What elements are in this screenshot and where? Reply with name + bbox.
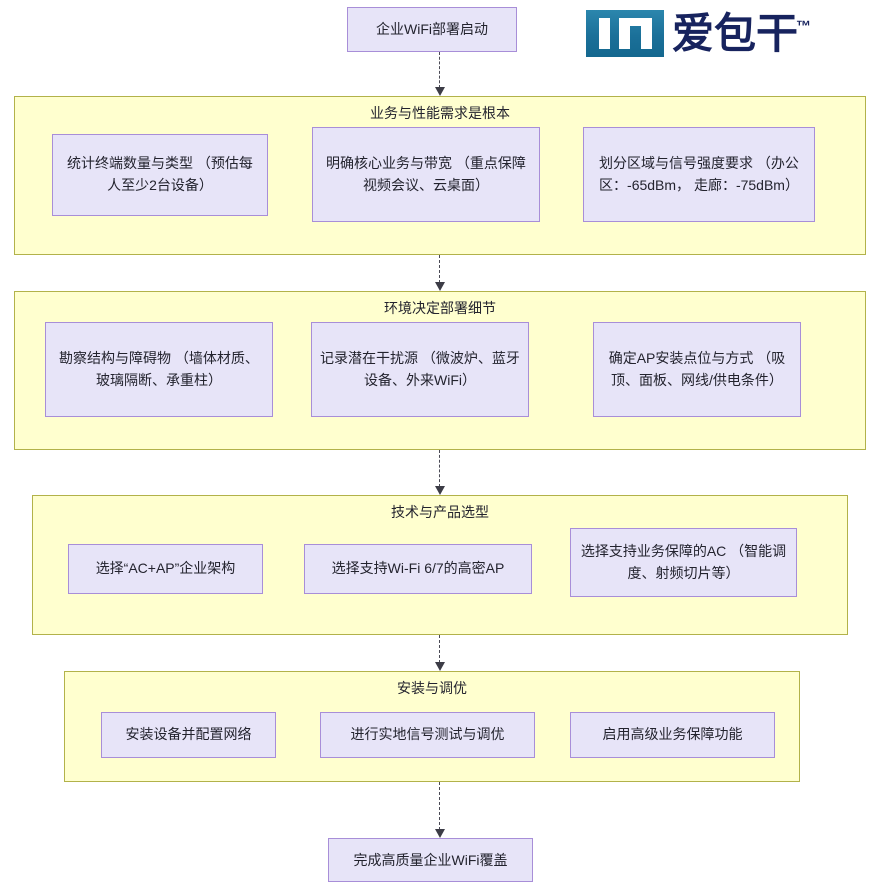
- step-label: 记录潜在干扰源 （微波炉、蓝牙设备、外来WiFi）: [320, 349, 520, 388]
- step-label: 确定AP安装点位与方式 （吸顶、面板、网线/供电条件）: [608, 349, 786, 388]
- flow-start-label: 企业WiFi部署启动: [376, 21, 488, 37]
- step-label: 统计终端数量与类型 （预估每人至少2台设备）: [67, 155, 253, 193]
- brand-wordmark: 爱包干™: [672, 12, 813, 55]
- step-label: 划分区域与信号强度要求 （办公区：-65dBm， 走廊：-75dBm）: [599, 154, 799, 193]
- stage-3-title: 技术与产品选型: [391, 504, 489, 520]
- it-mark-icon: [586, 9, 664, 57]
- brand-logo: 爱包干™: [586, 6, 874, 60]
- connector-line: [439, 52, 440, 88]
- arrowhead-icon: [435, 282, 445, 291]
- connector-line: [439, 635, 440, 663]
- connector-line: [439, 782, 440, 830]
- step-label: 选择支持业务保障的AC （智能调度、射频切片等）: [580, 542, 787, 581]
- flow-end-node[interactable]: 完成高质量企业WiFi覆盖: [328, 838, 533, 882]
- connector-stage-1-to-stage-2: [433, 255, 447, 291]
- stage-2-title: 环境决定部署细节: [384, 300, 496, 316]
- step-label: 选择支持Wi-Fi 6/7的高密AP: [331, 560, 505, 577]
- step-box-3-1[interactable]: 选择“AC+AP”企业架构: [68, 544, 263, 594]
- step-box-1-1[interactable]: 统计终端数量与类型 （预估每人至少2台设备）: [52, 134, 268, 216]
- arrowhead-icon: [435, 87, 445, 96]
- step-label: 启用高级业务保障功能: [602, 726, 743, 743]
- stage-1-title: 业务与性能需求是根本: [370, 105, 510, 121]
- step-box-2-3[interactable]: 确定AP安装点位与方式 （吸顶、面板、网线/供电条件）: [593, 322, 801, 417]
- arrowhead-icon: [435, 829, 445, 838]
- step-box-1-3[interactable]: 划分区域与信号强度要求 （办公区：-65dBm， 走廊：-75dBm）: [583, 127, 815, 222]
- step-label: 明确核心业务与带宽 （重点保障视频会议、云桌面）: [326, 154, 526, 193]
- step-box-4-2[interactable]: 进行实地信号测试与调优: [320, 712, 535, 758]
- step-label: 安装设备并配置网络: [125, 726, 252, 743]
- arrowhead-icon: [435, 486, 445, 495]
- brand-name-text: 爱包干: [672, 9, 799, 58]
- step-box-2-2[interactable]: 记录潜在干扰源 （微波炉、蓝牙设备、外来WiFi）: [311, 322, 529, 417]
- step-label: 勘察结构与障碍物 （墙体材质、玻璃隔断、承重柱）: [59, 349, 259, 388]
- step-box-3-3[interactable]: 选择支持业务保障的AC （智能调度、射频切片等）: [570, 528, 797, 597]
- flow-end-label: 完成高质量企业WiFi覆盖: [353, 851, 508, 868]
- step-box-4-1[interactable]: 安装设备并配置网络: [101, 712, 276, 758]
- flow-start-node[interactable]: 企业WiFi部署启动: [347, 7, 517, 52]
- step-box-2-1[interactable]: 勘察结构与障碍物 （墙体材质、玻璃隔断、承重柱）: [45, 322, 273, 417]
- connector-line: [439, 255, 440, 283]
- connector-stage-4-to-end: [433, 782, 447, 838]
- trademark-symbol: ™: [796, 18, 812, 35]
- arrowhead-icon: [435, 662, 445, 671]
- step-box-1-2[interactable]: 明确核心业务与带宽 （重点保障视频会议、云桌面）: [312, 127, 540, 222]
- connector-stage-2-to-stage-3: [433, 450, 447, 495]
- stage-4-title: 安装与调优: [397, 680, 467, 696]
- connector-start-to-stage-1: [433, 52, 447, 96]
- connector-stage-3-to-stage-4: [433, 635, 447, 671]
- step-box-3-2[interactable]: 选择支持Wi-Fi 6/7的高密AP: [304, 544, 532, 594]
- step-label: 进行实地信号测试与调优: [350, 726, 505, 743]
- step-label: 选择“AC+AP”企业架构: [95, 560, 236, 577]
- step-box-4-3[interactable]: 启用高级业务保障功能: [570, 712, 775, 758]
- connector-line: [439, 450, 440, 487]
